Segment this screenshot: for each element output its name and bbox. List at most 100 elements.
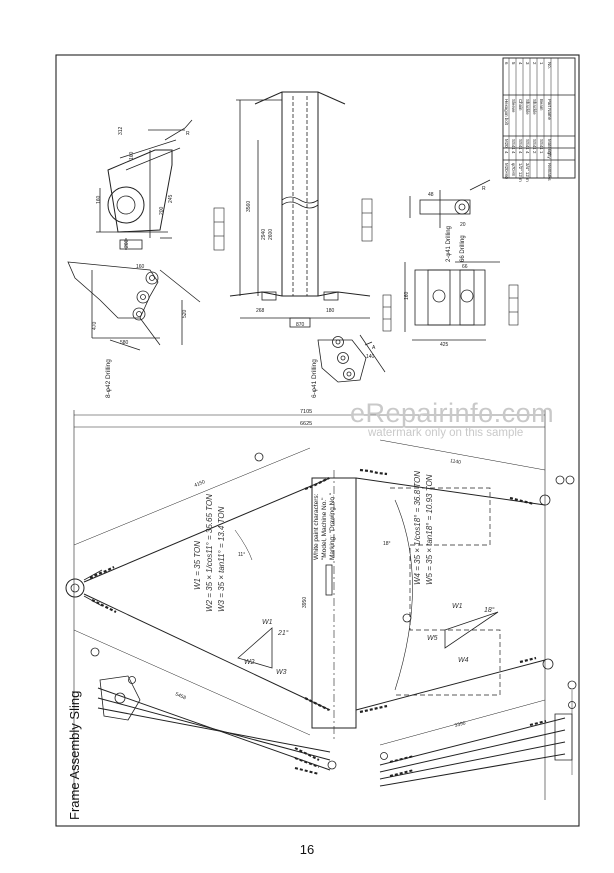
handwritten-calc-left: W1 = 35 TON W2 = 35 × 1/cos11° = 35.65 T… (193, 494, 226, 612)
parts-table-cell: 4 (504, 151, 509, 154)
drilling-detail-center: 140 A 6-φ41 Drilling (311, 334, 386, 398)
svg-text:W2 = 35 × 1/cos11° = 35.65 TON: W2 = 35 × 1/cos11° = 35.65 TON (205, 494, 214, 612)
svg-text:"Model, Machine No.": "Model, Machine No." (321, 497, 328, 560)
svg-text:20: 20 (460, 222, 466, 228)
sling-detail-bottom-right (379, 690, 576, 787)
parts-table-header: No. (547, 62, 552, 69)
drilling-label-2-41: 2-φ41 Drilling (446, 226, 452, 262)
svg-text:180: 180 (326, 308, 335, 314)
parts-table-header: Part Name (547, 99, 552, 121)
svg-text:W4: W4 (458, 657, 469, 664)
drilling-detail-left: 470 520 580 160 8-φ42 Drilling (67, 261, 201, 398)
svg-text:160: 160 (129, 151, 135, 160)
drilling-label-66: 66 Drilling (460, 235, 466, 262)
page-number: 16 (299, 842, 315, 857)
frame-plan: 7105 6625 3950 4150 5458 11° (65, 409, 577, 800)
svg-text:66: 66 (462, 264, 468, 270)
parts-table-cell: M20 (504, 139, 509, 148)
svg-text:245: 245 (168, 194, 174, 203)
parts-table-cell: 3 (525, 62, 530, 65)
svg-text:160: 160 (404, 291, 410, 300)
parts-table-cell: 1/2" 12 m (518, 163, 523, 182)
dim-top-span: 6625 (300, 421, 312, 427)
parts-table-cell: 4 (525, 151, 530, 154)
svg-text:160: 160 (96, 195, 102, 204)
svg-text:870: 870 (296, 322, 305, 328)
svg-text:580: 580 (120, 340, 129, 346)
parts-table-cell: SS41 (518, 139, 523, 150)
parts-table-header: Q'ty (547, 151, 552, 159)
parts-table-cell: 4 (511, 151, 516, 154)
angle-right: 18° (383, 541, 391, 547)
angle-left: 11° (238, 552, 245, 558)
svg-text:R: R (482, 186, 486, 192)
dim-right-sling-lower: 3390 (454, 720, 466, 729)
parts-table-cell: SS41 (511, 139, 516, 150)
watermark-notice: watermark only on this sample (368, 427, 524, 439)
svg-text:520: 520 (182, 309, 188, 318)
svg-text:W1: W1 (262, 619, 273, 626)
svg-text:18°: 18° (484, 606, 495, 614)
svg-text:2600: 2600 (268, 229, 274, 240)
svg-text:260: 260 (124, 239, 130, 248)
svg-text:W1: W1 (452, 603, 463, 610)
parts-table-cell: Beam (539, 99, 544, 111)
parts-table-cell: 1 (539, 62, 544, 65)
dim-left-sling-upper: 4150 (194, 479, 207, 489)
parts-table-cell: Sleeve (511, 99, 516, 113)
svg-text:W3: W3 (276, 669, 287, 676)
svg-text:3560: 3560 (246, 201, 252, 212)
svg-text:W2: W2 (244, 659, 255, 666)
drilling-label-6-41: 6-φ41 Drilling (311, 359, 318, 398)
paint-note: White paint characters: "Model, Machine … (313, 492, 336, 560)
watermark: eRepairinfo.com watermark only on this s… (350, 398, 612, 439)
dim-frame-height: 3950 (302, 597, 308, 608)
dim-left-sling-lower: 5458 (174, 691, 187, 701)
handwritten-calc-right: W4 = 35 × 1/cos18° = 36.8 TON W5 = 35 × … (413, 471, 434, 585)
svg-text:W5: W5 (427, 635, 438, 642)
force-triangle-right: W1 W5 W4 18° (427, 603, 499, 664)
parts-table-cell: 4 (518, 151, 523, 154)
dim-right-sling-upper: 1140 (450, 458, 462, 466)
parts-table-cell: Shackle (532, 99, 537, 115)
sling-detail-bottom-left (97, 675, 337, 775)
parts-table-cell: SS41 (532, 139, 537, 150)
parts-table-cell: Shackle (525, 99, 530, 115)
dim-overall-length: 7105 (300, 409, 312, 415)
svg-text:W3 = 35 × tan11° = 13.4 TON: W3 = 35 × tan11° = 13.4 TON (217, 506, 226, 612)
parts-table-cell: 2 (532, 151, 537, 154)
watermark-site: eRepairinfo.com (350, 398, 555, 428)
parts-table-cell: 2 (532, 62, 537, 65)
svg-text:A: A (372, 345, 376, 351)
svg-text:Marking: "Drawing No.": Marking: "Drawing No." (329, 492, 336, 560)
parts-table-cell: Hexagon bolt (504, 99, 509, 126)
parts-table-cell: 5 (511, 62, 516, 65)
svg-text:470: 470 (92, 321, 98, 330)
svg-text:200: 200 (159, 206, 165, 215)
svg-text:21°: 21° (277, 629, 289, 637)
parts-table-header: Material (547, 139, 552, 155)
lug-detail-right-bottom: 160 425 66 2-φ41 Drilling 66 Drilling (404, 226, 500, 348)
parts-table-cell: 6 (504, 62, 509, 65)
svg-text:425: 425 (440, 342, 449, 348)
svg-text:W5 = 35 × tan18° = 10.93 TON: W5 = 35 × tan18° = 10.93 TON (425, 474, 434, 585)
parts-table-cell: 1 (539, 151, 544, 154)
parts-table-cell: 4 (518, 62, 523, 65)
svg-text:R: R (186, 131, 190, 137)
parts-table-cell: 3/4" 12 m (525, 163, 530, 182)
parts-table-cell: φ70×8 (511, 163, 516, 176)
section-callouts (213, 198, 519, 332)
parts-table-cell: SS41 (539, 139, 544, 150)
svg-text:White paint characters:: White paint characters: (313, 493, 320, 560)
svg-text:W4 = 35 × 1/cos18° = 36.8 TON: W4 = 35 × 1/cos18° = 36.8 TON (413, 471, 422, 585)
force-triangle-left: W2 W1 W3 21° (237, 619, 289, 676)
drilling-label-8-42: 8-φ42 Drilling (105, 359, 112, 398)
sheet-border (55, 54, 580, 827)
svg-text:160: 160 (136, 264, 145, 270)
svg-text:140: 140 (366, 354, 375, 360)
parts-table-cell: Chain (518, 99, 523, 111)
